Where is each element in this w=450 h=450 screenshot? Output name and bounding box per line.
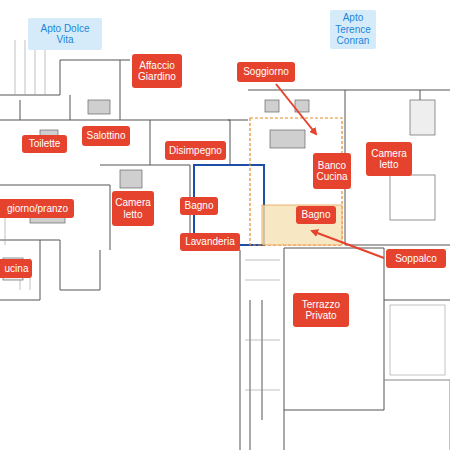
room-label: Disimpegno [165, 141, 226, 160]
room-name: Disimpegno [169, 145, 222, 157]
room-name: Bagno [302, 209, 331, 221]
room-label: Affaccio Giardino [132, 54, 182, 88]
room-label: Camera letto [112, 191, 154, 226]
room-name: Soggiorno [243, 66, 289, 78]
room-label: ucina [0, 259, 32, 278]
room-name: Camera letto [369, 148, 409, 171]
room-name: ucina [5, 263, 29, 275]
room-name: Apto Dolce Vita [31, 23, 99, 46]
room-name: Lavanderia [185, 236, 234, 248]
room-name: Salottino [87, 130, 126, 142]
room-name: Affaccio Giardino [135, 60, 179, 83]
room-label: Toilette [22, 135, 67, 153]
room-label: Soggiorno [237, 62, 295, 82]
room-name: Bagno [185, 200, 214, 212]
room-name: Toilette [29, 138, 61, 150]
room-name: Banco Cucina [316, 160, 348, 183]
room-name: Apto Terence Conran [333, 12, 373, 47]
room-name: giorno/pranzo [7, 203, 68, 215]
apartment-tag: Apto Dolce Vita [28, 18, 102, 50]
room-name: Camera letto [115, 197, 151, 220]
room-name: Soppalco [395, 253, 437, 265]
room-label: Terrazzo Privato [293, 293, 349, 327]
room-name: Terrazzo Privato [296, 299, 346, 322]
room-label: Banco Cucina [313, 153, 351, 189]
room-label: Soppalco [386, 249, 446, 268]
apartment-tag: Apto Terence Conran [330, 10, 376, 49]
room-label: giorno/pranzo [0, 199, 74, 218]
room-label: Lavanderia [180, 233, 240, 251]
room-label: Bagno [180, 197, 218, 215]
room-label: Bagno [296, 206, 336, 224]
room-label: Camera letto [366, 142, 412, 176]
room-label: Salottino [82, 126, 130, 146]
